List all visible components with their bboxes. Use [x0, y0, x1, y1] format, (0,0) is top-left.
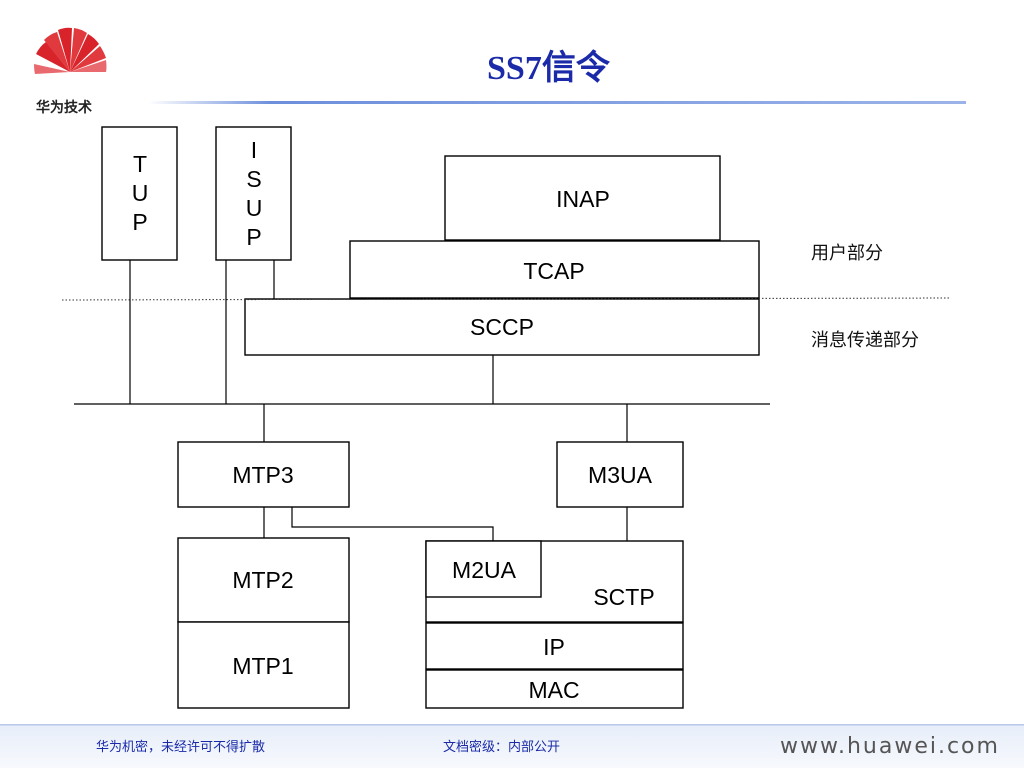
mtp2-box: MTP2	[177, 537, 350, 623]
inap-label: INAP	[556, 186, 610, 212]
mac-label: MAC	[528, 677, 579, 703]
user-part-separator	[61, 297, 951, 301]
footer-url: www.huawei.com	[780, 734, 1000, 759]
mtp1-label: MTP1	[232, 653, 293, 679]
isup-letter: P	[246, 224, 261, 250]
isup-letter: S	[246, 166, 261, 192]
sctp-label: SCTP	[593, 584, 654, 610]
logo-text: 华为技术	[36, 99, 92, 116]
m2ua-label: M2UA	[452, 557, 517, 583]
mtp1-box: MTP1	[177, 621, 350, 709]
upper-connectors	[129, 260, 494, 404]
m3ua-label: M3UA	[588, 462, 653, 488]
slide-title: SS7信令	[487, 49, 611, 87]
m2ua-box: M2UA	[425, 540, 542, 598]
ip-label: IP	[543, 634, 565, 660]
m3ua-box: M3UA	[556, 441, 684, 508]
tcap-label: TCAP	[523, 258, 584, 284]
tup-box: T U P	[101, 126, 178, 261]
message-transfer-part-label: 消息传递部分	[811, 330, 919, 351]
logo-petals-icon	[34, 27, 107, 74]
footer-classification: 文档密级：内部公开	[443, 739, 560, 755]
tcap-box: TCAP	[349, 240, 760, 299]
footer-bar	[0, 724, 1024, 768]
ip-box: IP	[425, 622, 684, 670]
sccp-label: SCCP	[470, 314, 534, 340]
mac-box: MAC	[425, 669, 684, 709]
footer: 华为机密，未经许可不得扩散 文档密级：内部公开 www.huawei.com	[0, 724, 1024, 768]
sccp-box: SCCP	[244, 298, 760, 356]
mtp2-label: MTP2	[232, 567, 293, 593]
mtp3-box: MTP3	[177, 441, 350, 508]
user-part-label: 用户部分	[811, 243, 883, 264]
tup-letter: T	[133, 151, 147, 177]
tup-letter: U	[132, 180, 149, 206]
isup-box: I S U P	[215, 126, 292, 261]
mtp3-label: MTP3	[232, 462, 293, 488]
footer-confidential: 华为机密，未经许可不得扩散	[96, 739, 265, 755]
tup-letter: P	[132, 209, 147, 235]
isup-letter: U	[246, 195, 263, 221]
huawei-logo: 华为技术	[34, 27, 107, 116]
title-rule	[148, 101, 966, 104]
isup-letter: I	[251, 137, 257, 163]
footer-rule	[0, 724, 1024, 726]
inap-box: INAP	[444, 155, 721, 241]
lower-connectors	[263, 507, 628, 541]
